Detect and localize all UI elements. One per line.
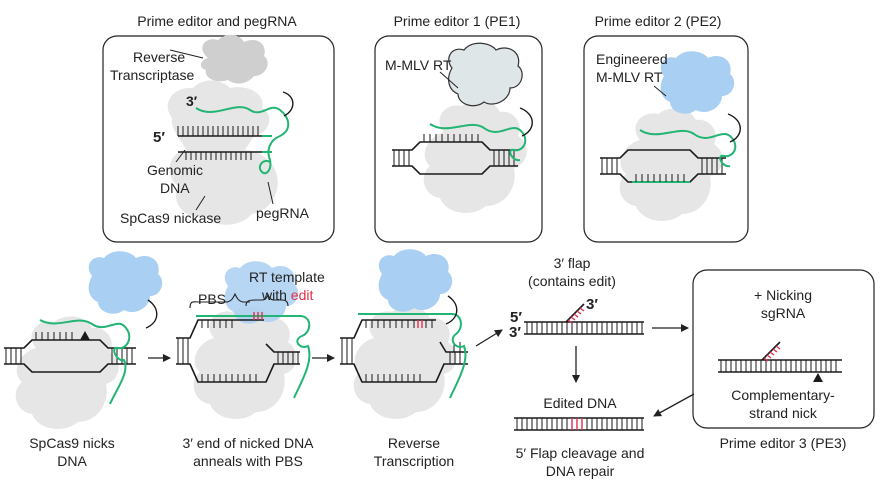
dna-duplex xyxy=(600,149,726,183)
genomic-dna-duplex xyxy=(177,126,272,160)
panel-title: Prime editor and pegRNA xyxy=(137,13,297,29)
step-reverse-transcription: Reverse Transcription xyxy=(340,249,468,469)
arrow-3 xyxy=(475,329,503,347)
linker xyxy=(145,299,158,329)
edit-nucleotides xyxy=(253,312,263,320)
pbs-label: PBS xyxy=(198,291,226,307)
engineered-rt-shape xyxy=(660,51,735,114)
nick-marker-icon xyxy=(80,331,90,340)
nickase-leader-line xyxy=(195,195,206,211)
reverse-transcriptase-shape xyxy=(200,34,268,84)
flap-label-line1: 3′ flap xyxy=(554,255,591,271)
rt-label-line2: M-MLV RT xyxy=(596,69,663,85)
dna-duplex xyxy=(392,134,518,175)
step-label-line1: 3′ end of nicked DNA xyxy=(182,435,314,451)
linker xyxy=(282,91,294,117)
panel-prime-editor-pegrna: Prime editor and pegRNA Reverse Transcri… xyxy=(102,13,335,243)
step-label-line2: DNA xyxy=(57,453,87,469)
dna-duplex xyxy=(4,331,136,373)
genomic-dna-line1: Genomic xyxy=(147,162,203,178)
panel-title: Prime editor 2 (PE2) xyxy=(595,13,722,29)
edited-bases xyxy=(571,418,583,430)
rt-leader-line xyxy=(169,49,204,59)
step-cas9-nicks: SpCas9 nicks DNA xyxy=(4,251,163,469)
rt-template-label: RT template xyxy=(249,269,325,285)
complementary-nick-icon xyxy=(813,373,823,382)
step-edited-dna: Edited DNA 5′ Flap cleavage and DNA repa… xyxy=(514,395,644,479)
flap-edit-nucleotides xyxy=(567,307,585,324)
three-prime-left-label: 3′ xyxy=(509,324,521,341)
rt-shape xyxy=(224,261,299,324)
pe3-dna xyxy=(718,341,842,382)
linker xyxy=(445,295,458,325)
rt-leader-line xyxy=(653,85,667,97)
panel-frame xyxy=(102,35,335,243)
pe3-title: Prime editor 3 (PE3) xyxy=(720,435,847,451)
cas9-shape xyxy=(353,306,457,419)
pegrna-strand xyxy=(358,313,467,399)
five-prime-label: 5′ xyxy=(153,129,165,146)
pegrna-strand xyxy=(195,106,290,175)
edit-nucleotides xyxy=(417,320,423,328)
panel-frame xyxy=(583,35,749,243)
panel-pe3: + Nicking sgRNA Complementary- strand ni… xyxy=(692,269,875,451)
genomic-dna-line2: DNA xyxy=(160,180,190,196)
three-prime-label: 3′ xyxy=(186,93,198,109)
pegrna-strand xyxy=(429,123,527,162)
panel-frame xyxy=(374,35,543,243)
comp-nick-line1: Complementary- xyxy=(731,387,835,403)
linker xyxy=(727,113,741,143)
step-label-line1: SpCas9 nicks xyxy=(29,435,115,451)
flap-label-line2: (contains edit) xyxy=(528,273,616,289)
edited-dna-label: Edited DNA xyxy=(543,395,617,411)
rt-shape xyxy=(378,249,453,312)
pegrna-strand xyxy=(39,319,131,405)
flap-edit-nucleotides xyxy=(763,345,781,362)
pbs-bracket xyxy=(189,292,250,309)
dna-duplex xyxy=(340,319,468,383)
step-label-line1: Reverse xyxy=(388,435,440,451)
step-label-line2: Transcription xyxy=(374,453,454,469)
rt-leader-line xyxy=(439,71,459,89)
rt-shape xyxy=(88,251,163,314)
pegrna-strand xyxy=(196,315,311,399)
edited-dna-duplex xyxy=(514,417,644,431)
rt-label-line1: Engineered xyxy=(596,51,668,67)
repair-label-line1: 5′ Flap cleavage and xyxy=(516,445,645,461)
rt-label: M-MLV RT xyxy=(385,57,452,73)
mmlv-rt-shape xyxy=(448,42,523,107)
dna-duplex xyxy=(176,319,300,383)
rt-label-line2: Transcriptase xyxy=(110,67,195,83)
three-prime-top-label: 3′ xyxy=(586,296,598,313)
arrow-from-pe3 xyxy=(653,393,695,417)
comp-nick-line2: strand nick xyxy=(749,405,818,421)
genomic-leader-line xyxy=(175,149,186,163)
nickase-label: SpCas9 nickase xyxy=(120,210,221,226)
panel-frame xyxy=(692,269,875,429)
nicking-line2: sgRNA xyxy=(761,305,806,321)
step-label-line2: anneals with PBS xyxy=(193,453,303,469)
repair-label-line2: DNA repair xyxy=(546,463,615,479)
rt-template-bracket xyxy=(245,293,289,307)
rt-template-with-edit: with edit xyxy=(261,287,313,303)
pegrna-strand xyxy=(639,129,737,168)
five-prime-label: 5′ xyxy=(510,309,522,326)
rt-label-line1: Reverse xyxy=(133,49,185,65)
panel-pe1: Prime editor 1 (PE1) M-MLV RT xyxy=(374,13,543,243)
step-three-prime-flap: 3′ flap (contains edit) 5′ 3′ 3′ xyxy=(509,255,644,341)
cas9-shape xyxy=(193,306,297,419)
linker xyxy=(519,107,533,137)
flap-dna xyxy=(524,303,644,335)
step-anneal-pbs: PBS RT template with edit 3′ end of nick… xyxy=(176,261,325,469)
panel-pe2: Prime editor 2 (PE2) Engineered M-MLV RT xyxy=(583,13,749,243)
pegrna-leader-line xyxy=(267,181,274,205)
pegrna-label: pegRNA xyxy=(256,205,310,221)
panel-title: Prime editor 1 (PE1) xyxy=(394,13,521,29)
nicking-line1: + Nicking xyxy=(754,287,812,303)
